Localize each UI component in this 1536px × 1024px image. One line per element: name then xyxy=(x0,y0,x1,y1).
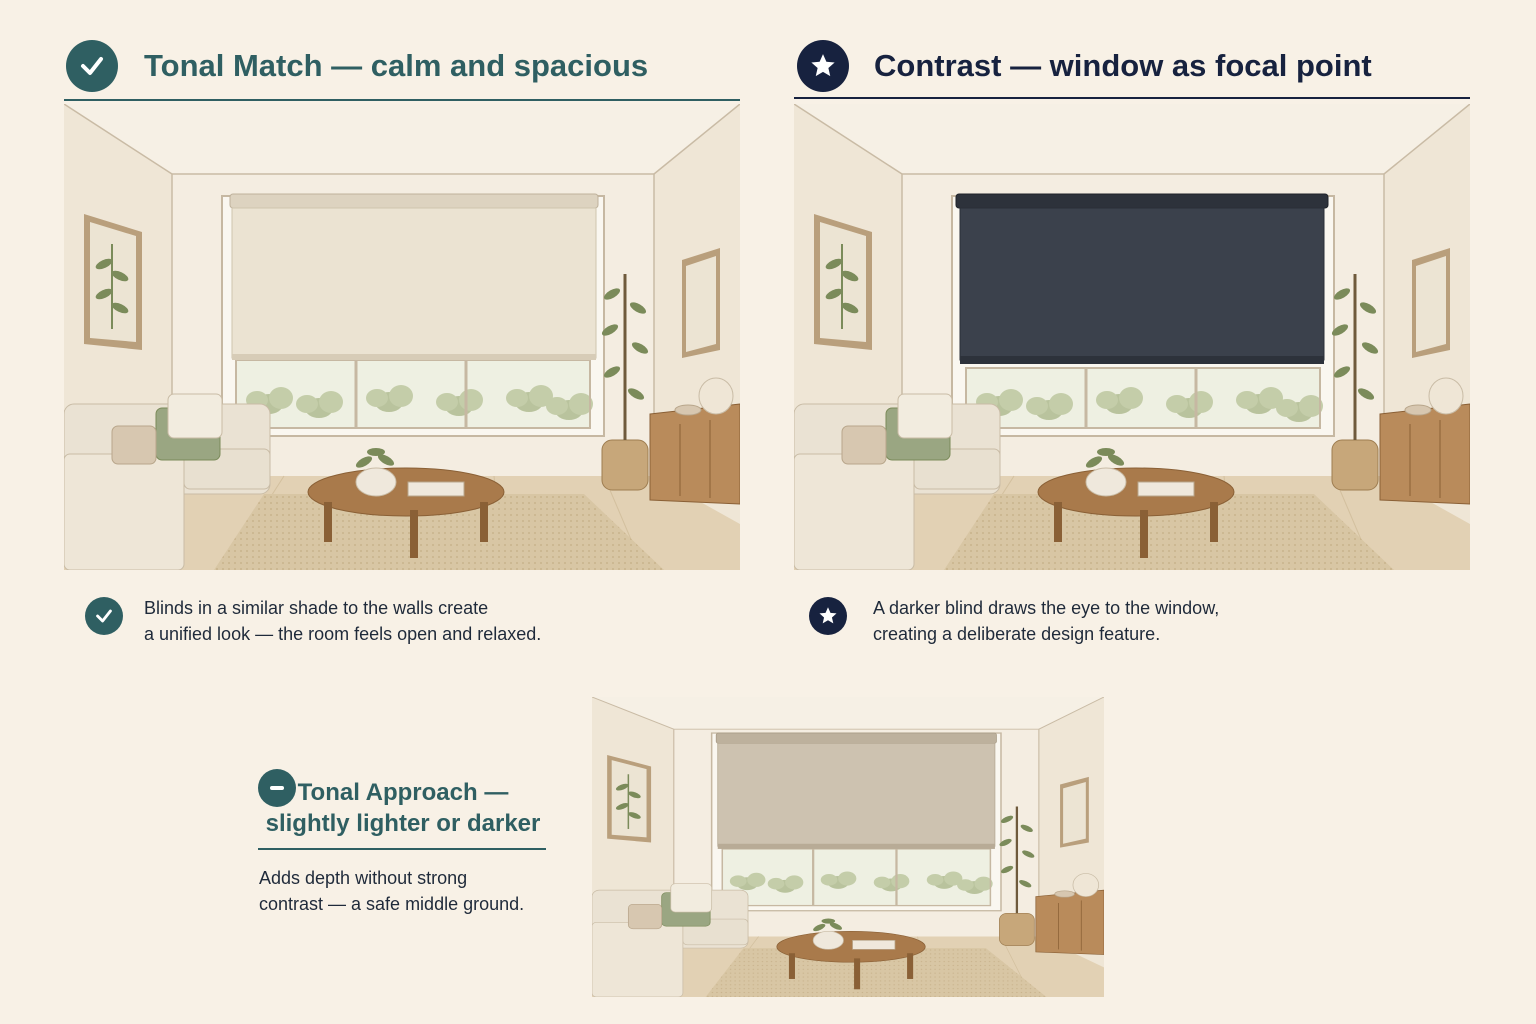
contrast-description-line2: creating a deliberate design feature. xyxy=(873,624,1161,644)
tonal-match-description: Blinds in a similar shade to the walls c… xyxy=(144,595,541,647)
contrast-description: A darker blind draws the eye to the wind… xyxy=(873,595,1219,647)
contrast-desc-badge xyxy=(809,597,847,635)
tonal-match-description-line2: a unified look — the room feels open and… xyxy=(144,624,542,644)
tonal-approach-title-line1: Tonal Approach — xyxy=(297,779,509,806)
tonal-approach-title-line2: slightly lighter or darker xyxy=(265,810,541,837)
tonal-match-badge xyxy=(66,40,118,92)
window-blind xyxy=(959,207,1325,361)
contrast-room-illustration xyxy=(794,104,1470,570)
tonal-match-desc-badge xyxy=(85,597,123,635)
tonal-approach-badge xyxy=(258,769,296,807)
star-icon xyxy=(819,607,837,624)
check-icon xyxy=(96,609,112,623)
window-blind xyxy=(717,743,996,847)
contrast-title: Contrast — window as focal point xyxy=(874,48,1372,83)
star-icon xyxy=(811,54,835,77)
tonal-approach-description-line1: Adds depth without strong xyxy=(259,868,468,888)
tonal-match-description-line1: Blinds in a similar shade to the walls c… xyxy=(144,598,489,618)
check-icon xyxy=(81,57,103,75)
tonal-approach-room-illustration xyxy=(592,697,1104,997)
tonal-approach-description-line2: contrast — a safe middle ground. xyxy=(259,894,525,914)
tonal-match-divider xyxy=(64,99,740,101)
contrast-description-line1: A darker blind draws the eye to the wind… xyxy=(873,598,1220,618)
tonal-approach-description: Adds depth without strong contrast — a s… xyxy=(259,865,524,917)
minus-icon xyxy=(270,786,284,790)
contrast-divider xyxy=(794,97,1470,99)
contrast-badge xyxy=(797,40,849,92)
tonal-match-room-illustration xyxy=(64,104,740,570)
tonal-approach-divider xyxy=(258,848,546,850)
tonal-approach-title: Tonal Approach — slightly lighter or dar… xyxy=(258,777,548,839)
window-blind xyxy=(231,207,597,359)
tonal-match-title: Tonal Match — calm and spacious xyxy=(144,48,649,83)
